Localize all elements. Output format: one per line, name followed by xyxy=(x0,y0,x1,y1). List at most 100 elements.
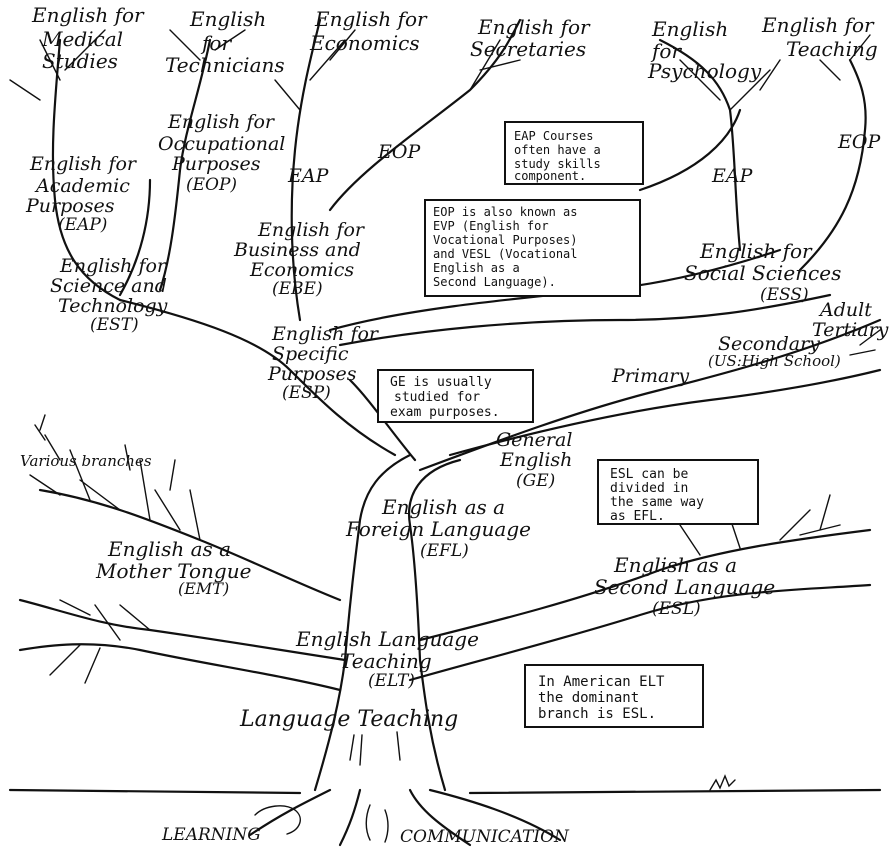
svg-text:(ESS): (ESS) xyxy=(760,285,809,305)
label-esp: English for Specific Purposes (ESP) xyxy=(267,323,380,403)
ground-line xyxy=(8,774,882,795)
label-ge: General English (GE) xyxy=(496,429,572,491)
label-est: English for Science and Technology (EST) xyxy=(50,255,168,335)
esl-branch xyxy=(408,494,872,682)
svg-text:English: English xyxy=(651,17,728,41)
svg-text:General: General xyxy=(496,429,572,451)
ebe-branch xyxy=(274,18,522,322)
svg-text:English Language: English Language xyxy=(295,627,479,651)
note-eop-aka xyxy=(424,199,641,297)
svg-text:(EOP): (EOP) xyxy=(186,175,237,195)
svg-text:Teaching: Teaching xyxy=(786,37,878,61)
note-eap-courses xyxy=(504,121,644,185)
svg-text:English for: English for xyxy=(257,219,366,241)
svg-text:Occupational: Occupational xyxy=(158,133,285,155)
svg-text:Purposes: Purposes xyxy=(171,153,261,175)
svg-text:English as a: English as a xyxy=(381,495,505,519)
svg-text:In American ELT: In American ELT xyxy=(538,674,665,690)
svg-text:English for: English for xyxy=(31,3,145,27)
svg-text:Social Sciences: Social Sciences xyxy=(684,261,841,285)
svg-text:exam purposes.: exam purposes. xyxy=(390,405,500,420)
label-efl: English as a Foreign Language (EFL) xyxy=(345,495,531,561)
emt-branch xyxy=(18,414,347,692)
ess-branch xyxy=(638,34,871,272)
svg-text:English for: English for xyxy=(314,7,428,31)
svg-text:Second Language: Second Language xyxy=(594,575,775,599)
note-esl-divided xyxy=(597,459,759,525)
svg-text:English as a: English as a xyxy=(613,553,737,577)
svg-text:Purposes: Purposes xyxy=(25,195,115,217)
svg-text:Medical: Medical xyxy=(41,27,123,51)
svg-text:Purposes: Purposes xyxy=(267,363,357,385)
svg-text:English for: English for xyxy=(271,323,380,345)
svg-text:English for: English for xyxy=(59,255,168,277)
svg-text:component.: component. xyxy=(514,169,586,183)
svg-text:English: English xyxy=(189,7,266,31)
svg-text:EVP (English for: EVP (English for xyxy=(433,219,549,233)
svg-text:(ESP): (ESP) xyxy=(282,383,331,403)
svg-text:English: English xyxy=(499,449,572,471)
label-eap-branch: English for Academic Purposes (EAP) xyxy=(25,153,138,235)
svg-text:Mother Tongue: Mother Tongue xyxy=(95,559,251,583)
label-various-branches: Various branches xyxy=(20,452,152,470)
label-secretaries: English for Secretaries xyxy=(470,15,591,61)
label-language-teaching: Language Teaching xyxy=(239,707,458,732)
label-learning: LEARNING xyxy=(161,825,261,845)
ge-branch xyxy=(418,318,882,472)
svg-text:for: for xyxy=(200,31,232,55)
roots xyxy=(248,788,562,847)
note-eap-courses-text: EAP Courses often have a study skills co… xyxy=(514,129,601,183)
svg-text:often have a: often have a xyxy=(514,143,601,157)
svg-text:Economics: Economics xyxy=(249,259,354,281)
svg-text:(EAP): (EAP) xyxy=(58,215,107,235)
svg-text:(US:High School): (US:High School) xyxy=(708,352,841,370)
note-american-elt-text: In American ELT the dominant branch is E… xyxy=(538,674,665,722)
svg-text:Technology: Technology xyxy=(58,295,168,317)
svg-text:branch is ESL.: branch is ESL. xyxy=(538,706,656,722)
svg-text:Business and: Business and xyxy=(233,239,361,261)
est-branch xyxy=(9,29,246,302)
svg-text:Economics: Economics xyxy=(309,31,420,55)
label-psychology: English for Psychology xyxy=(647,17,762,83)
label-economics: English for Economics xyxy=(309,7,428,55)
svg-text:Science and: Science and xyxy=(50,275,167,297)
svg-text:(EFL): (EFL) xyxy=(420,541,469,561)
svg-text:for: for xyxy=(650,39,682,63)
label-ess: English for Social Sciences (ESS) xyxy=(684,239,841,305)
svg-text:study skills: study skills xyxy=(514,157,601,171)
svg-text:studied for: studied for xyxy=(394,390,480,405)
svg-text:Technicians: Technicians xyxy=(165,53,285,77)
note-eop-aka-text: EOP is also known as EVP (English for Vo… xyxy=(433,205,578,289)
svg-text:(ESL): (ESL) xyxy=(652,599,701,619)
svg-text:English as a: English as a xyxy=(107,537,231,561)
svg-text:(GE): (GE) xyxy=(516,471,555,491)
svg-text:divided in: divided in xyxy=(610,481,688,496)
svg-text:EAP Courses: EAP Courses xyxy=(514,129,593,143)
note-american-elt xyxy=(524,664,704,728)
svg-text:(EBE): (EBE) xyxy=(272,279,323,299)
label-teaching: English for Teaching xyxy=(761,13,878,61)
svg-text:Vocational Purposes): Vocational Purposes) xyxy=(433,233,578,247)
note-ge-exam xyxy=(377,369,534,423)
label-tertiary: Tertiary xyxy=(812,319,889,341)
svg-text:Teaching: Teaching xyxy=(340,649,432,673)
label-elt: English Language Teaching (ELT) xyxy=(295,627,479,691)
svg-text:English for: English for xyxy=(167,111,276,133)
svg-text:English as a: English as a xyxy=(433,261,520,275)
svg-text:English for: English for xyxy=(477,15,591,39)
svg-text:Academic: Academic xyxy=(34,175,130,197)
svg-text:the same way: the same way xyxy=(610,495,704,510)
main-trunk xyxy=(313,453,462,792)
svg-text:Secondary: Secondary xyxy=(718,333,820,355)
label-eop-left: EOP xyxy=(377,141,421,163)
label-adult: Adult xyxy=(818,299,872,321)
label-emt: English as a Mother Tongue (EMT) xyxy=(95,537,251,598)
svg-text:EOP is also known as: EOP is also known as xyxy=(433,205,578,219)
label-primary: Primary xyxy=(611,365,689,387)
svg-text:(EMT): (EMT) xyxy=(178,579,229,598)
svg-text:English for: English for xyxy=(699,239,813,263)
label-eap-right: EAP xyxy=(711,165,754,187)
label-ebe: English for Business and Economics (EBE) xyxy=(233,219,366,299)
svg-text:Foreign Language: Foreign Language xyxy=(345,517,531,541)
